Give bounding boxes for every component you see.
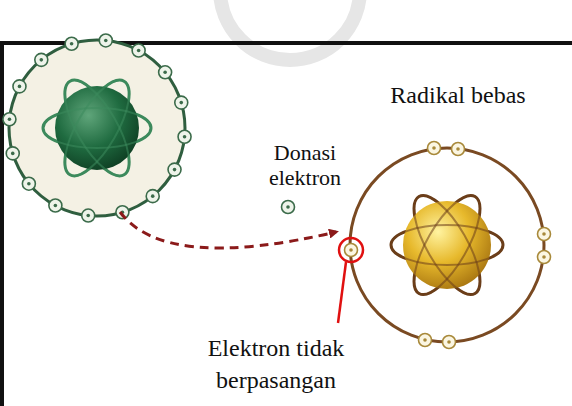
electron-dot (447, 340, 451, 344)
orbital (53, 71, 142, 185)
electron (35, 53, 48, 66)
electron (65, 37, 78, 50)
electron-dot (432, 146, 436, 150)
electron-dot (8, 117, 12, 121)
electron-dot (349, 248, 353, 252)
orbital (53, 71, 142, 185)
electron-dot (173, 168, 177, 172)
orbital (402, 187, 493, 304)
orbital (53, 71, 142, 185)
donated-electron (282, 201, 295, 214)
frame-left (0, 41, 4, 406)
electron-dot (183, 135, 187, 139)
electron (3, 113, 16, 126)
radical-electrons (345, 142, 551, 349)
text-label: Radikal bebas (383, 82, 533, 110)
text-label: Donasi elektron (258, 140, 352, 191)
radical-orbitals (391, 187, 503, 304)
electron-dot (286, 205, 290, 209)
orbital (391, 225, 503, 265)
electron (6, 147, 19, 160)
electron (99, 34, 112, 47)
orbital (53, 71, 142, 185)
electron (82, 209, 95, 222)
electron (132, 44, 145, 57)
electron (538, 228, 551, 241)
electron (22, 177, 35, 190)
orbital (402, 187, 493, 304)
electron-dot (542, 255, 546, 259)
donation-arrow (120, 212, 336, 248)
text-label: Elektron tidak berpasangan (176, 332, 376, 397)
electron (419, 334, 432, 347)
electron (345, 244, 358, 257)
orbital (402, 187, 493, 304)
leader-line (338, 262, 346, 323)
electron-dot (11, 152, 15, 156)
electron (175, 96, 188, 109)
watermark (220, 0, 360, 60)
electron-dot (456, 147, 460, 151)
electron-dot (163, 70, 167, 74)
electron-dot (18, 85, 22, 89)
donor-shell (9, 40, 185, 216)
electron (282, 201, 295, 214)
electron-dot (104, 39, 108, 43)
electron-dot (179, 101, 183, 105)
electron (13, 80, 26, 93)
electron (538, 251, 551, 264)
radical-shell (350, 148, 544, 342)
electron (159, 66, 172, 79)
electron (428, 142, 441, 155)
electron-dot (54, 204, 58, 208)
electron (146, 190, 159, 203)
electron (49, 199, 62, 212)
electron-dot (39, 58, 43, 62)
donor-orbitals (43, 71, 151, 185)
electron (178, 130, 191, 143)
donor-orbitals-front (43, 71, 151, 185)
electron-dot (151, 194, 155, 198)
electron-dot (27, 182, 31, 186)
electron-dot (423, 338, 427, 342)
orbital (43, 108, 151, 148)
electron-dot (86, 214, 90, 218)
orbital (402, 187, 493, 304)
electron (168, 163, 181, 176)
electron (452, 143, 465, 156)
electron-dot (137, 49, 141, 53)
electron-dot (542, 232, 546, 236)
radical-nucleus (403, 201, 491, 289)
unpaired-highlight (339, 238, 363, 262)
donor-electrons (3, 34, 191, 222)
electron-dot (70, 42, 74, 46)
donor-nucleus (55, 86, 139, 170)
radical-orbitals-front (391, 187, 503, 304)
electron (443, 336, 456, 349)
